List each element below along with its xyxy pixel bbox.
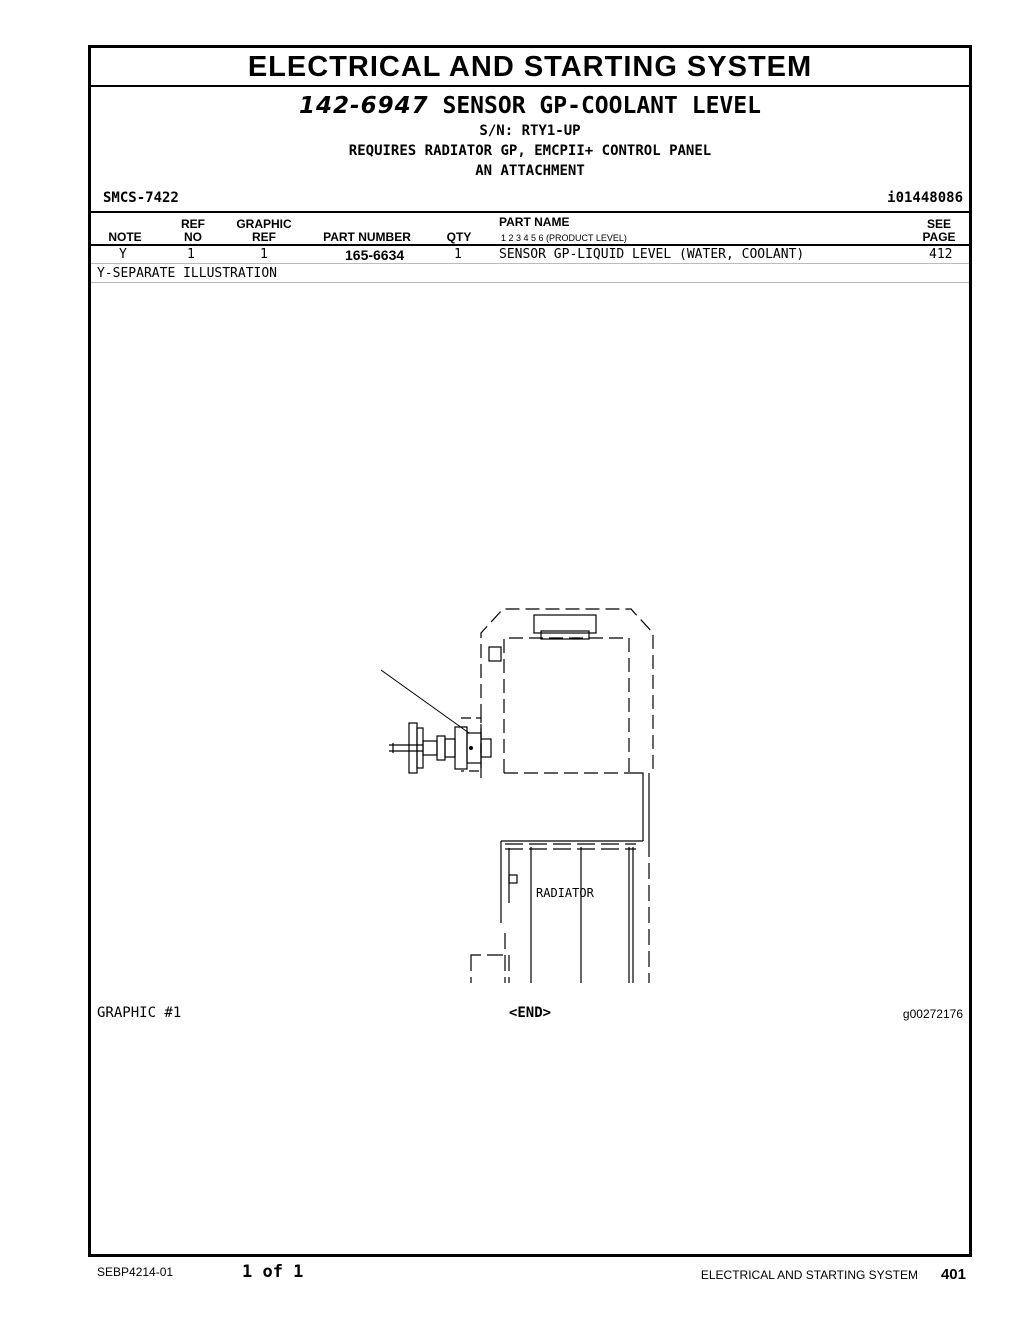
col-header-see-page-line1: SEE [926, 217, 951, 231]
header-bottom-rule [91, 244, 969, 246]
footer-section: ELECTRICAL AND STARTING SYSTEM [700, 1268, 918, 1282]
row-part-number: 165-6634 [345, 247, 405, 263]
col-header-part-name: PART NAME [499, 215, 570, 229]
requires-note: REQUIRES RADIATOR GP, EMCPII+ CONTROL PA… [348, 143, 712, 159]
serial-range: S/N: RTY1-UP [479, 123, 581, 139]
row-qty: 1 [454, 247, 462, 262]
radiator-label: RADIATOR [536, 886, 595, 900]
col-header-see-page: SEE PAGE [911, 218, 967, 244]
col-header-ref-no-line1: REF [181, 217, 205, 231]
row-ref-no: 1 [187, 247, 195, 262]
col-header-part-number: PART NUMBER [323, 230, 411, 244]
row-graphic-ref: 1 [260, 247, 268, 262]
radiator-sensor-drawing: 1 RADIATOR [381, 608, 654, 983]
smcs-code: SMCS-7422 [103, 190, 179, 206]
row-note: Y [119, 247, 127, 262]
row-part-name: SENSOR GP-LIQUID LEVEL (WATER, COOLANT) [499, 247, 805, 262]
footer-page-of: 1 of 1 [242, 1262, 304, 1282]
footer-page-number: 401 [940, 1266, 966, 1283]
product-levels: 1 2 3 4 5 6 (PRODUCT LEVEL) [501, 233, 627, 243]
col-header-graphic-ref-line1: GRAPHIC [236, 217, 292, 231]
group-name: SENSOR GP-COOLANT LEVEL [442, 93, 761, 119]
footnote-rule [91, 282, 969, 283]
page-frame: ELECTRICAL AND STARTING SYSTEM 142-6947 … [88, 45, 972, 1257]
col-header-note: NOTE [108, 230, 142, 244]
col-header-ref-no: REF NO [173, 218, 213, 244]
row-see-page: 412 [929, 247, 953, 262]
section-title: ELECTRICAL AND STARTING SYSTEM [91, 48, 969, 87]
graphic-caption: GRAPHIC #1 [97, 1005, 182, 1021]
graphic-id: g00272176 [902, 1007, 963, 1021]
end-marker: <END> [508, 1005, 552, 1021]
col-header-graphic-ref-line2: REF [252, 230, 276, 244]
col-header-see-page-line2: PAGE [922, 230, 956, 244]
group-title: 142-6947 SENSOR GP-COOLANT LEVEL [91, 93, 969, 119]
attachment-note: AN ATTACHMENT [475, 163, 585, 179]
table-top-rule [91, 211, 969, 213]
col-header-graphic-ref: GRAPHIC REF [229, 218, 299, 244]
table-footnote: Y-SEPARATE ILLUSTRATION [97, 266, 278, 281]
row-rule [91, 263, 969, 264]
illustration-id: i01448086 [887, 190, 963, 206]
group-part-number: 142-6947 [299, 93, 429, 119]
footer-doc-id: SEBP4214-01 [97, 1265, 174, 1279]
col-header-qty: QTY [446, 230, 472, 244]
col-header-ref-no-line2: NO [184, 230, 202, 244]
